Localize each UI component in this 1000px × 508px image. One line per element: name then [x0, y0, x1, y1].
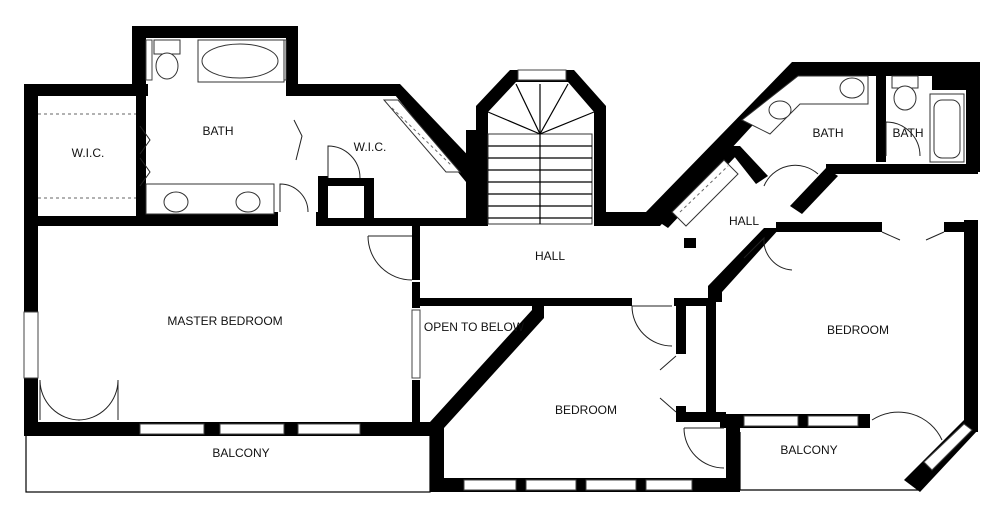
room-labels: W.I.C. BATH W.I.C. BATH BATH HALL HALL M… [72, 124, 924, 460]
doors [39, 119, 945, 469]
balcony-right-outline [739, 432, 918, 491]
label-hall-main: HALL [535, 249, 565, 263]
label-open-to-below: OPEN TO BELOW [424, 320, 525, 334]
label-balcony-right: BALCONY [780, 443, 837, 457]
balcony-left-outline [25, 431, 431, 493]
label-hall-right: HALL [729, 214, 759, 228]
label-master-bedroom: MASTER BEDROOM [167, 314, 282, 328]
label-bath-right: BATH [812, 126, 843, 140]
fixtures [38, 39, 965, 227]
windows [23, 39, 973, 491]
label-balcony-left: BALCONY [212, 446, 269, 460]
label-wic-left: W.I.C. [72, 146, 105, 160]
label-bath-master: BATH [202, 124, 233, 138]
label-bedroom-right: BEDROOM [827, 323, 889, 337]
label-bedroom-center: BEDROOM [555, 403, 617, 417]
label-wic-center: W.I.C. [354, 140, 387, 154]
stairs [487, 83, 595, 225]
label-bath-small: BATH [892, 126, 923, 140]
